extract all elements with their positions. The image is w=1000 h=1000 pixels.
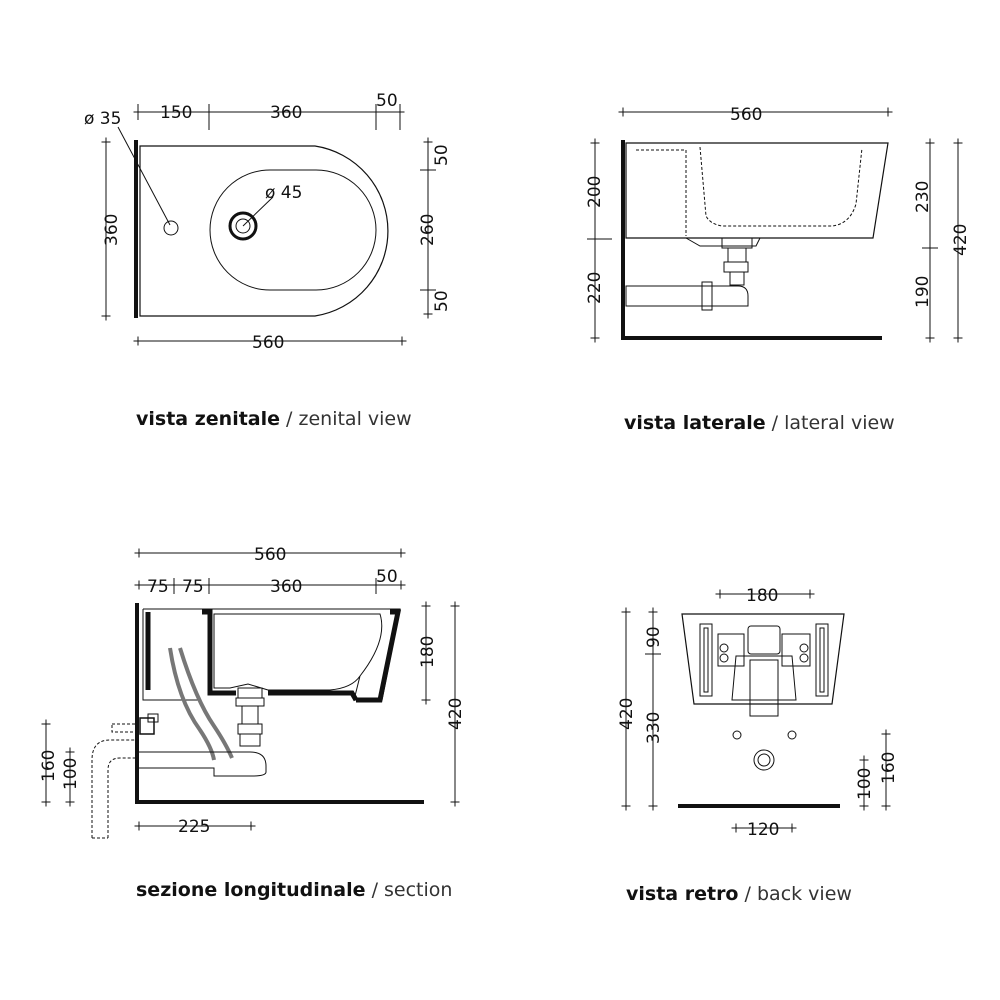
dim-lateral-420: 420 <box>951 224 971 256</box>
caption-back-view-it: vista retro <box>626 883 739 905</box>
caption-top-view-en: zenital view <box>298 408 412 430</box>
dim-back-90: 90 <box>644 626 664 648</box>
dim-hole-diameter: ø 35 <box>84 109 121 129</box>
top-view <box>101 104 436 346</box>
caption-lateral-view: vista laterale / lateral view <box>624 412 895 434</box>
caption-section-view-sep: / <box>365 879 385 901</box>
dim-section-180: 180 <box>418 636 438 668</box>
dim-back-420: 420 <box>617 698 637 730</box>
caption-lateral-view-it: vista laterale <box>624 412 766 434</box>
dim-bottom-560: 560 <box>252 333 284 353</box>
caption-top-view-it: vista zenitale <box>136 408 281 430</box>
dim-back-160: 160 <box>879 752 899 784</box>
caption-top-view: vista zenitale / zenital view <box>136 408 412 430</box>
dim-section-75b: 75 <box>182 577 204 597</box>
dim-right-50-top: 50 <box>432 144 452 166</box>
back-view <box>621 589 891 833</box>
dim-section-50: 50 <box>376 567 398 587</box>
dim-section-560: 560 <box>254 545 286 565</box>
caption-top-view-sep: / <box>280 408 299 430</box>
lateral-view <box>587 107 963 343</box>
dim-section-360: 360 <box>270 577 302 597</box>
caption-back-view: vista retro / back view <box>626 883 852 905</box>
dim-drain-diameter: ø 45 <box>265 183 302 203</box>
lateral-view-dim-labels: 560 200 220 230 190 420 <box>585 105 971 308</box>
back-view-dim-labels: 180 420 90 330 100 160 120 <box>617 586 899 840</box>
dim-section-75a: 75 <box>147 577 169 597</box>
caption-lateral-view-en: lateral view <box>784 412 895 434</box>
section-view-dim-labels: 560 75 75 360 50 180 420 160 100 225 <box>39 545 466 837</box>
caption-section-view-it: sezione longitudinale <box>136 879 366 901</box>
dim-right-50-bottom: 50 <box>432 290 452 312</box>
section-view <box>41 548 460 839</box>
dim-back-180: 180 <box>746 586 778 606</box>
dim-lateral-560: 560 <box>730 105 762 125</box>
dim-top-50: 50 <box>376 91 398 111</box>
caption-lateral-view-sep: / <box>765 412 785 434</box>
dim-lateral-190: 190 <box>913 276 933 308</box>
dim-back-330: 330 <box>644 712 664 744</box>
dim-right-260: 260 <box>418 214 438 246</box>
caption-back-view-en: back view <box>756 883 852 905</box>
dim-lateral-200: 200 <box>585 176 605 208</box>
dim-top-150: 150 <box>160 103 192 123</box>
dim-back-100: 100 <box>855 768 875 800</box>
dim-section-160: 160 <box>39 750 59 782</box>
dim-section-420: 420 <box>446 698 466 730</box>
dim-top-360: 360 <box>270 103 302 123</box>
top-view-dim-labels: ø 35 ø 45 150 360 50 360 50 260 50 560 <box>84 91 452 353</box>
caption-section-view-en: section <box>384 879 453 901</box>
dim-back-120: 120 <box>747 820 779 840</box>
caption-section-view: sezione longitudinale / section <box>136 879 452 901</box>
dim-lateral-220: 220 <box>585 272 605 304</box>
dim-section-225: 225 <box>178 817 210 837</box>
dim-section-100: 100 <box>61 758 81 790</box>
caption-back-view-sep: / <box>738 883 757 905</box>
dim-lateral-230: 230 <box>913 181 933 213</box>
dim-left-360: 360 <box>102 214 122 246</box>
